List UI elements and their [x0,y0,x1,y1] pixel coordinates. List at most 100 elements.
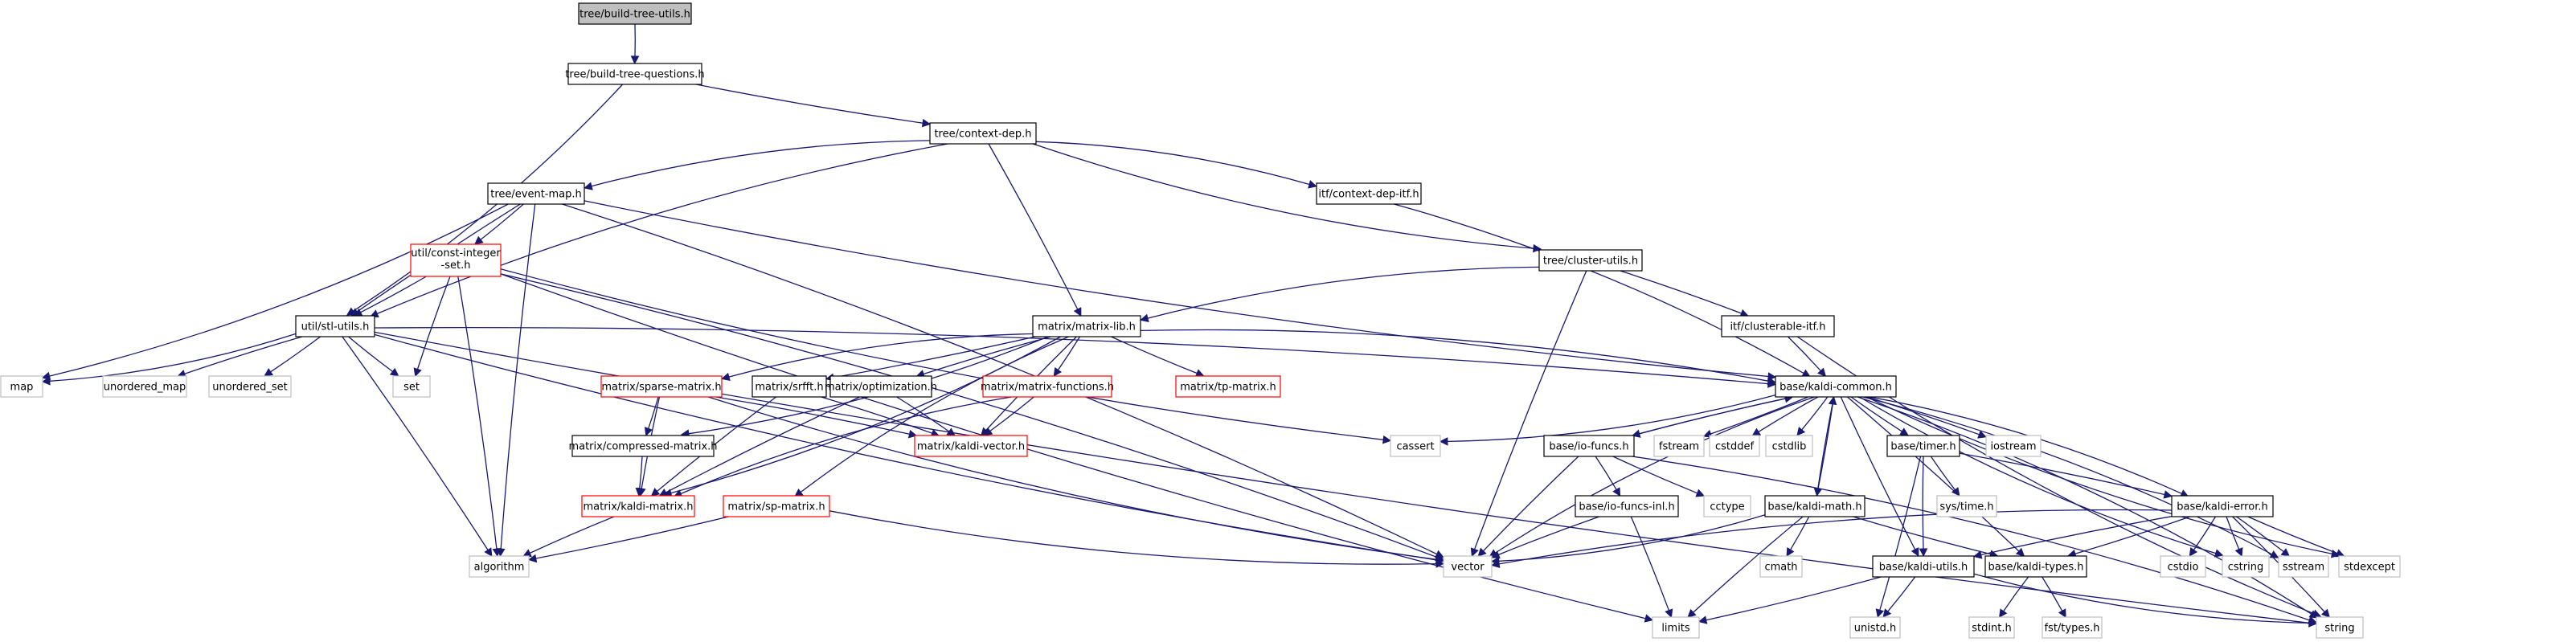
node-label: itf/clusterable-itf.h [1730,321,1825,333]
node-label: tree/context-dep.h [934,129,1031,141]
edge-kaldi_common-to-stdexcept [1866,396,2341,558]
edge-io_funcs_inl-to-vector [1491,516,1599,559]
node-label: string [2324,623,2354,635]
node-label: cmath [1764,562,1797,574]
edge-io_funcs-to-kaldi_common [1632,395,1794,436]
edge-stl_utils-to-kaldi_common [374,327,1777,388]
node-stl-utils[interactable]: util/stl-utils.h [295,315,375,337]
node-iostream: iostream [1985,435,2042,457]
edge-matrix_lib-to-kaldi_matrix [662,336,1061,497]
node-sys-time: sys/time.h [1936,495,1997,517]
edge-stl_utils-to-map [41,333,297,386]
node-label: matrix/kaldi-matrix.h [584,501,694,513]
node-sp-matrix[interactable]: matrix/sp-matrix.h [723,495,830,517]
edge-context_dep-to-event_map [584,140,931,190]
node-kaldi-matrix[interactable]: matrix/kaldi-matrix.h [581,495,695,517]
node-limits: limits [1652,616,1700,639]
node-io-funcs[interactable]: base/io-funcs.h [1543,435,1635,457]
node-context-dep[interactable]: tree/context-dep.h [929,122,1037,145]
node-fst-types: fst/types.h [2042,616,2103,639]
node-label: set [403,382,420,394]
node-io-funcs-inl[interactable]: base/io-funcs-inl.h [1575,495,1679,517]
node-kaldi-types[interactable]: base/kaldi-types.h [1984,555,2087,578]
node-tp-matrix[interactable]: matrix/tp-matrix.h [1175,375,1281,398]
edge-kaldi_common-to-kaldi_types [1847,396,2025,557]
node-label: tree/cluster-utils.h [1543,256,1638,268]
edge-event_map-to-map [41,203,509,381]
node-cctype: cctype [1703,495,1751,517]
edge-kaldi_utils-to-unistd [1882,576,1916,618]
edge-const_integer_set-to-stl_utils [353,276,427,317]
edge-matrix_lib-to-srfft [825,336,1036,382]
edge-kaldi_math-to-limits [1687,516,1804,618]
node-stdint: stdint.h [1968,616,2015,639]
edge-const_integer_set-to-algorithm [457,276,502,558]
node-clusterable-itf[interactable]: itf/clusterable-itf.h [1721,315,1835,337]
edge-kaldi_types-to-fst_types [2042,576,2066,619]
node-label: util/stl-utils.h [301,321,370,333]
node-label: base/kaldi-utils.h [1879,562,1968,574]
node-kaldi-utils[interactable]: base/kaldi-utils.h [1872,555,1975,578]
node-kaldi-math[interactable]: base/kaldi-math.h [1764,495,1865,517]
node-kaldi-error[interactable]: base/kaldi-error.h [2171,495,2274,517]
node-unordered-map: unordered_map [102,375,187,398]
node-label: itf/context-dep-itf.h [1318,189,1419,201]
node-optimization[interactable]: matrix/optimization.h [825,375,937,398]
edge-cluster_utils-to-matrix_lib [1140,266,1540,323]
node-label: vector [1451,562,1485,574]
node-cluster-utils[interactable]: tree/cluster-utils.h [1538,249,1643,272]
node-compressed-matrix[interactable]: matrix/compressed-matrix.h [568,435,718,457]
edge-matrix_lib-to-tp_matrix [1111,336,1205,378]
edge-build_tree_questions-to-context_dep [695,84,932,128]
node-timer[interactable]: base/timer.h [1886,435,1960,457]
node-map: map [0,375,43,398]
node-label: cstddef [1715,441,1755,453]
edge-kaldi_error-to-kaldi_utils [1972,516,2173,559]
node-label: fst/types.h [2044,623,2099,635]
edge-context_dep-to-matrix_lib [988,143,1082,317]
node-build-tree-utils[interactable]: tree/build-tree-utils.h [578,2,692,25]
edge-sp_matrix-to-algorithm [527,516,729,563]
edge-kaldi_error-to-sstream [2236,516,2291,557]
edge-clusterable_itf-to-kaldi_common [1788,336,1827,378]
edge-kaldi_utils-to-limits [1698,576,1882,624]
node-kaldi-common[interactable]: base/kaldi-common.h [1775,375,1897,398]
node-cstdio: cstdio [2160,555,2206,578]
edge-kaldi_common-to-kaldi_utils [1840,396,1919,557]
node-label: unistd.h [1854,623,1897,635]
node-build-tree-questions[interactable]: tree/build-tree-questions.h [565,63,705,85]
node-label: base/kaldi-common.h [1779,382,1892,394]
node-label: matrix/matrix-functions.h [981,382,1114,394]
node-fstream: fstream [1653,435,1705,457]
edge-kaldi_common-to-cassert [1439,394,1776,446]
node-matrix-functions[interactable]: matrix/matrix-functions.h [981,375,1114,398]
node-label: base/kaldi-types.h [1988,562,2084,574]
node-const-integer-set[interactable]: util/const-integer-set.h [410,243,502,277]
node-event-map[interactable]: tree/event-map.h [487,182,585,205]
node-unistd: unistd.h [1849,616,1901,639]
node-label: matrix/matrix-lib.h [1038,321,1136,333]
node-sstream: sstream [2278,555,2329,578]
node-label: matrix/compressed-matrix.h [568,441,717,453]
edge-stl_utils-to-vector [374,333,1445,564]
node-label: matrix/kaldi-vector.h [917,441,1025,453]
node-set: set [392,375,431,398]
edges-layer [41,23,2345,628]
node-cstddef: cstddef [1709,435,1760,457]
edge-const_integer_set-to-set [413,276,451,378]
node-sparse-matrix[interactable]: matrix/sparse-matrix.h [600,375,723,398]
edge-kaldi_utils-to-string [1973,573,2318,628]
node-srfft[interactable]: matrix/srfft.h [752,375,827,398]
node-context-dep-itf[interactable]: itf/context-dep-itf.h [1316,182,1422,205]
edge-kaldi_error-to-stdexcept [2247,516,2345,558]
node-label: matrix/srfft.h [755,382,823,394]
node-kaldi-vector[interactable]: matrix/kaldi-vector.h [914,435,1028,457]
node-cstring: cstring [2222,555,2270,578]
node-matrix-lib[interactable]: matrix/matrix-lib.h [1032,315,1141,337]
node-string: string [2316,616,2364,639]
edge-build_tree_utils-to-build_tree_questions [630,23,640,65]
node-label: iostream [1990,441,2036,453]
edge-stl_utils-to-set [348,336,399,377]
edge-kaldi_common-to-cstdlib [1796,396,1829,436]
edge-kaldi_common-to-vector [1489,396,1815,558]
